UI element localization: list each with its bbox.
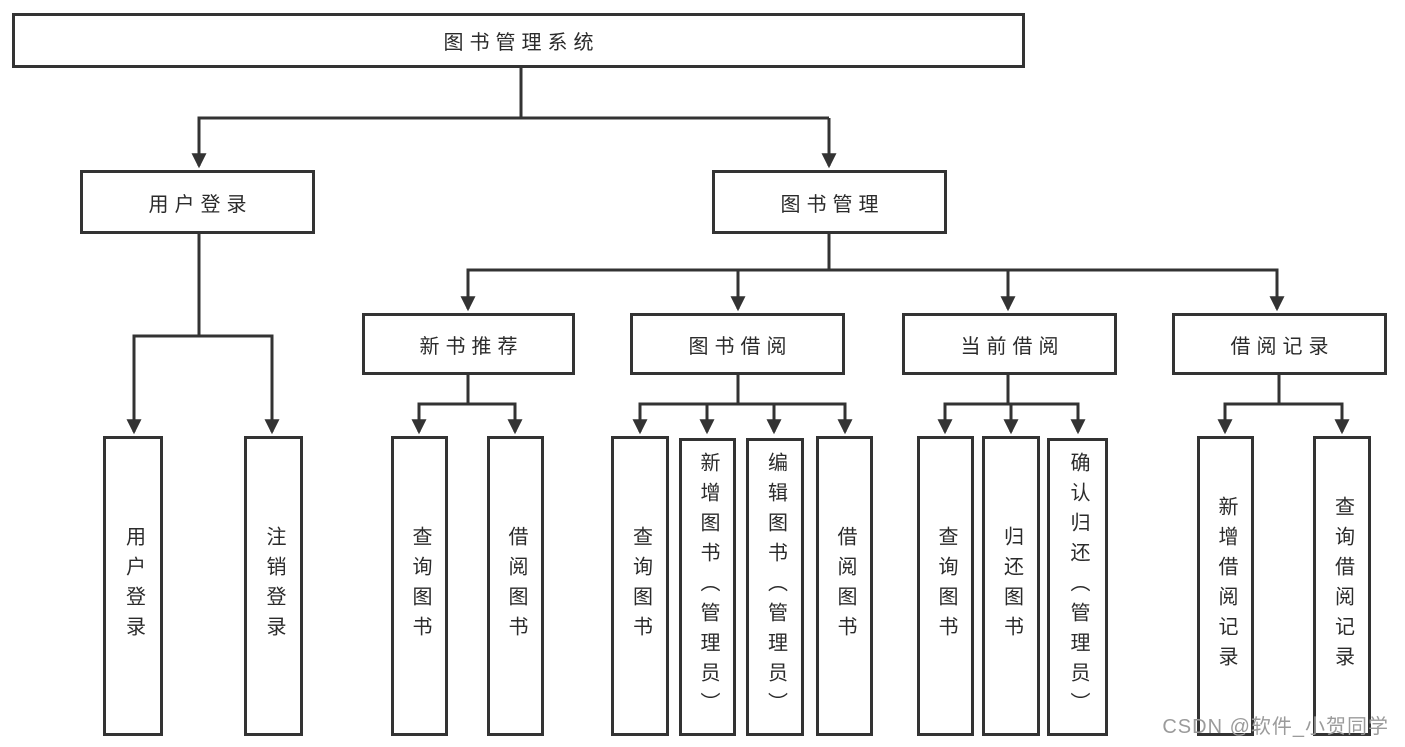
leaf-borrow-query-book-label: 查询图书 bbox=[629, 526, 652, 646]
node-book-borrow-label: 图书借阅 bbox=[688, 335, 793, 358]
connector-new-book-recommend-to-leaves bbox=[411, 375, 523, 435]
node-new-book-recommend-label: 新书推荐 bbox=[419, 335, 524, 358]
node-root-label: 图书管理系统 bbox=[443, 32, 600, 54]
leaf-recommend-query-book-label: 查询图书 bbox=[409, 526, 431, 646]
leaf-return-book-label: 归还图书 bbox=[1000, 526, 1023, 646]
node-book-borrow: 图书借阅 bbox=[630, 313, 845, 375]
leaf-edit-book-admin: 编辑图书（管理员） bbox=[746, 438, 804, 736]
leaf-return-book: 归还图书 bbox=[982, 436, 1040, 736]
connector-user-login-to-leaves bbox=[126, 234, 280, 435]
connector-book-borrow-to-leaves bbox=[632, 375, 853, 435]
leaf-recommend-borrow-book-label: 借阅图书 bbox=[505, 526, 527, 646]
leaf-borrow-book: 借阅图书 bbox=[816, 436, 873, 736]
leaf-borrow-book-label: 借阅图书 bbox=[834, 526, 856, 646]
leaf-add-book-admin-label: 新增图书（管理员） bbox=[697, 452, 719, 722]
leaf-recommend-query-book: 查询图书 bbox=[391, 436, 448, 736]
leaf-current-query-book: 查询图书 bbox=[917, 436, 974, 736]
connector-book-management-to-level3 bbox=[460, 234, 1285, 312]
leaf-confirm-return-admin: 确认归还（管理员） bbox=[1047, 438, 1108, 736]
node-root: 图书管理系统 bbox=[12, 13, 1025, 68]
node-book-management: 图书管理 bbox=[712, 170, 947, 234]
connector-current-borrow-to-leaves bbox=[937, 375, 1086, 435]
node-borrow-records-label: 借阅记录 bbox=[1230, 335, 1335, 358]
leaf-user-login-label: 用户登录 bbox=[122, 526, 145, 646]
connector-borrow-records-to-leaves bbox=[1217, 375, 1350, 435]
leaf-add-borrow-record: 新增借阅记录 bbox=[1197, 436, 1254, 736]
leaf-query-borrow-record-label: 查询借阅记录 bbox=[1331, 496, 1354, 676]
csdn-watermark: CSDN @软件_小贺同学 bbox=[1162, 716, 1389, 738]
leaf-confirm-return-admin-label: 确认归还（管理员） bbox=[1067, 452, 1089, 722]
leaf-add-book-admin: 新增图书（管理员） bbox=[679, 438, 736, 736]
connector-root-to-level2 bbox=[191, 68, 837, 169]
leaf-user-login: 用户登录 bbox=[103, 436, 163, 736]
leaf-logout: 注销登录 bbox=[244, 436, 303, 736]
leaf-borrow-query-book: 查询图书 bbox=[611, 436, 669, 736]
leaf-edit-book-admin-label: 编辑图书（管理员） bbox=[764, 452, 787, 722]
node-user-login-label: 用户登录 bbox=[148, 193, 253, 216]
leaf-query-borrow-record: 查询借阅记录 bbox=[1313, 436, 1371, 736]
node-current-borrow: 当前借阅 bbox=[902, 313, 1117, 375]
node-current-borrow-label: 当前借阅 bbox=[960, 335, 1065, 358]
node-new-book-recommend: 新书推荐 bbox=[362, 313, 575, 375]
leaf-add-borrow-record-label: 新增借阅记录 bbox=[1215, 496, 1237, 676]
leaf-current-query-book-label: 查询图书 bbox=[935, 526, 957, 646]
node-borrow-records: 借阅记录 bbox=[1172, 313, 1387, 375]
leaf-recommend-borrow-book: 借阅图书 bbox=[487, 436, 544, 736]
leaf-logout-label: 注销登录 bbox=[263, 526, 285, 646]
node-book-management-label: 图书管理 bbox=[780, 193, 885, 216]
node-user-login: 用户登录 bbox=[80, 170, 315, 234]
